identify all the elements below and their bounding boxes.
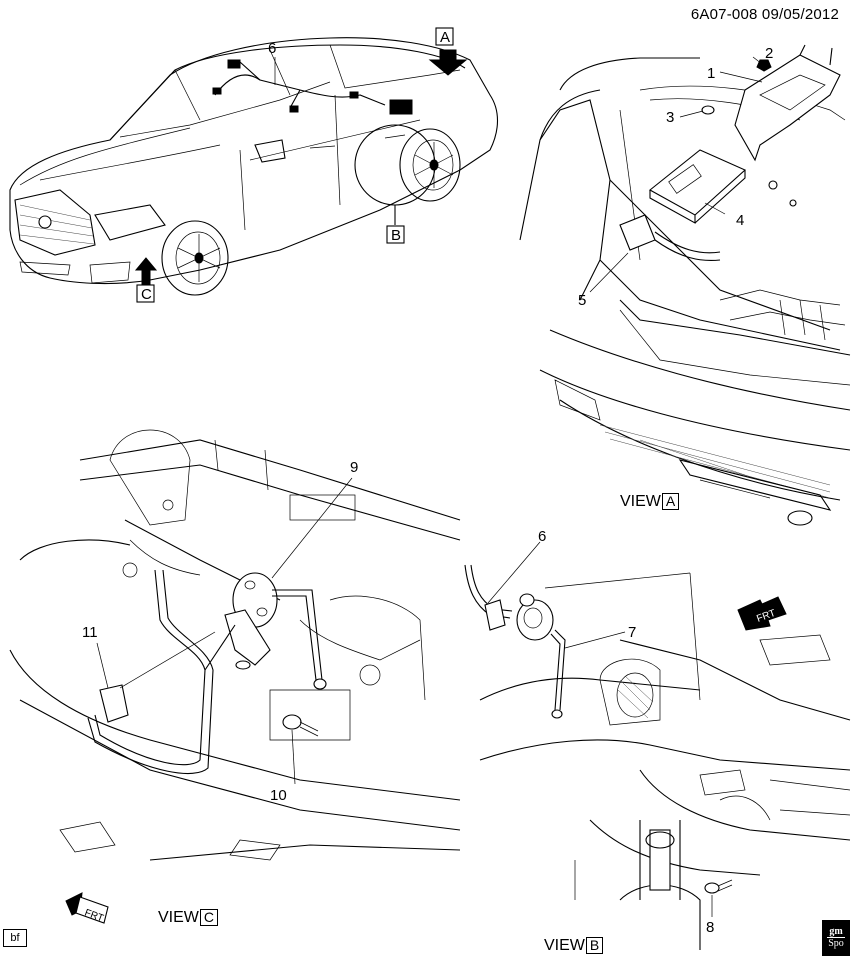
- view-a-illustration: [519, 44, 851, 526]
- front-arrow-icon: FRT: [737, 596, 787, 631]
- gm-logo-bottom: Spo: [828, 938, 844, 949]
- callout-4: 4: [736, 212, 744, 229]
- view-c-prefix: VIEW: [158, 909, 199, 926]
- vehicle-overview: [9, 37, 499, 296]
- view-marker-b-box: [386, 225, 405, 244]
- view-a-prefix: VIEW: [620, 493, 661, 510]
- view-c-illustration: [9, 429, 461, 861]
- callout-2: 2: [765, 45, 773, 62]
- view-a-letter: A: [661, 493, 680, 510]
- callout-6: 6: [538, 528, 546, 545]
- view-marker-b: B: [391, 227, 401, 244]
- view-b-letter: B: [585, 937, 604, 954]
- callout-5: 5: [578, 292, 586, 309]
- gm-spo-logo-icon: gm Spo: [822, 920, 850, 956]
- callout-9: 9: [350, 459, 358, 476]
- callout-1: 1: [707, 65, 715, 82]
- direction-arrow: [428, 49, 468, 76]
- callout-8: 8: [706, 919, 714, 936]
- callout-3: 3: [666, 109, 674, 126]
- view-marker-c: C: [141, 286, 152, 303]
- front-arrow-icon: FRT: [65, 892, 109, 924]
- callout-6-overview: 6: [268, 40, 276, 57]
- callout-11: 11: [82, 624, 98, 641]
- callout-7: 7: [628, 624, 636, 641]
- view-marker-a-box: [435, 27, 454, 46]
- view-c-letter: C: [199, 909, 219, 926]
- view-b-illustration: [464, 541, 851, 950]
- view-b-prefix: VIEW: [544, 937, 585, 954]
- corner-code: bf: [3, 929, 27, 947]
- view-marker-a: A: [440, 29, 450, 46]
- view-marker-c-box: [136, 284, 155, 303]
- direction-arrow: [134, 257, 158, 285]
- document-id: 6A07-008 09/05/2012: [690, 6, 839, 23]
- gm-logo-top: gm: [827, 926, 845, 938]
- callout-10: 10: [270, 787, 287, 804]
